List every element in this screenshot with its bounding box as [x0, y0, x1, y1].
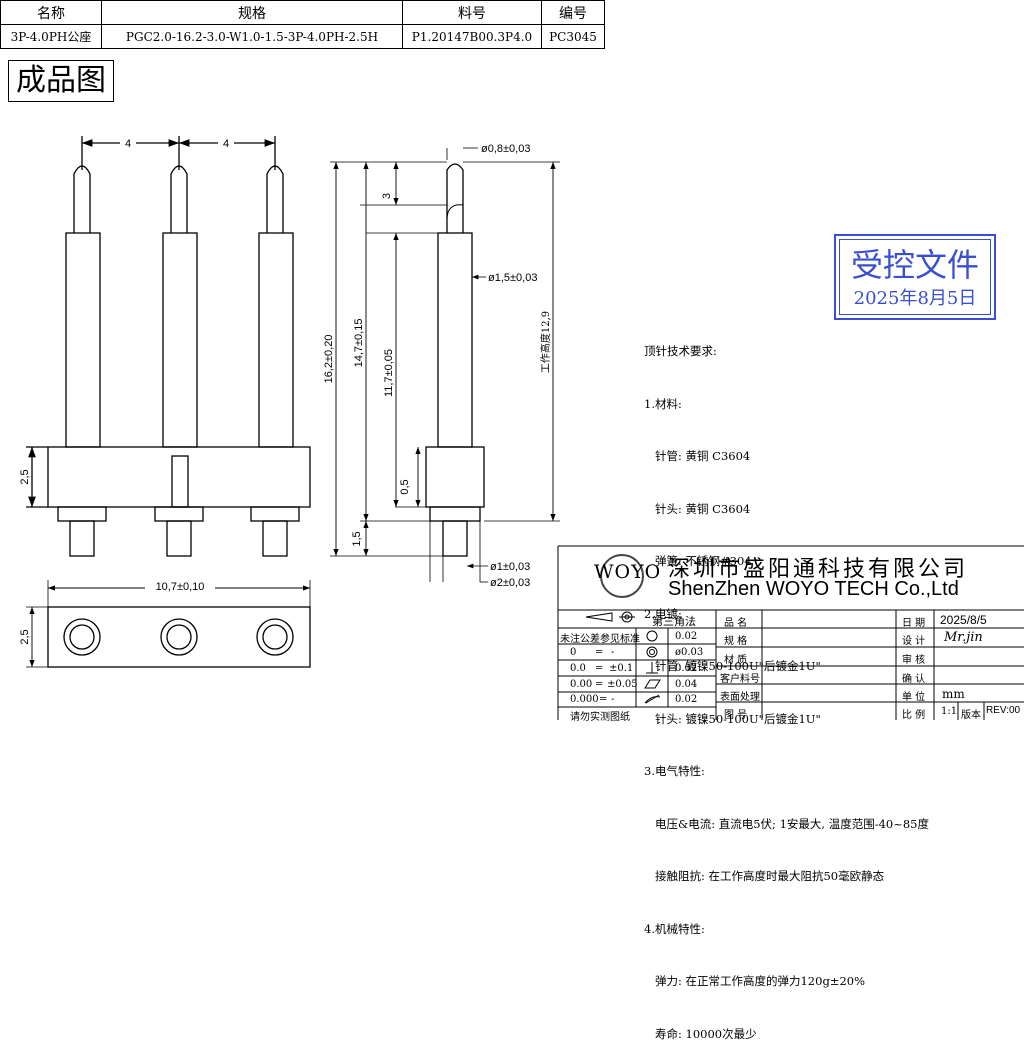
projection-label: 第三角法: [652, 615, 696, 628]
dim-body-diameter: ø1,5±0,03: [488, 272, 537, 284]
label-confirm: 确 认: [902, 674, 926, 685]
housing-slot: [171, 455, 189, 508]
req-line: 寿命: 10000次最少: [644, 1026, 757, 1041]
gdt-value-2: ø0.03: [675, 647, 704, 658]
req-line: 针管: 镀镍50-100U"后镀金1U": [644, 659, 821, 673]
dim-total-length: 16,2±0,20: [323, 335, 335, 384]
req-line: 针管: 黄铜 C3604: [644, 449, 751, 463]
front-view: [26, 136, 311, 557]
gdt-value-1: 0.02: [675, 631, 698, 642]
bottom-view: [26, 580, 311, 668]
dim-bottom-height: 2,5: [19, 629, 31, 644]
dim-work-height: 工作高度12,9: [539, 311, 552, 373]
label-date: 日 期: [902, 618, 926, 629]
label-review: 审 核: [902, 655, 926, 666]
label-spec: 规 格: [724, 636, 748, 647]
gdt-value-4: 0.04: [675, 679, 698, 690]
tol-eq: =: [595, 663, 604, 674]
version-label: 版本: [961, 710, 981, 721]
label-unit: 单 位: [902, 692, 926, 703]
scale-value: 1:1: [941, 706, 958, 717]
controlled-document-stamp: 受控文件 2025年8月5日: [834, 234, 996, 320]
req-line: 2.电镀:: [644, 606, 682, 621]
gdt-value-5: 0.02: [675, 694, 698, 705]
req-line: 顶针技术要求:: [644, 344, 717, 358]
pin-1: [57, 165, 107, 557]
req-line: 1.材料:: [644, 396, 682, 411]
tol-eq: =: [599, 694, 608, 705]
header-col-name: 名称: [0, 0, 102, 25]
company-logo-ring-icon: [600, 554, 644, 598]
header-col-code: 编号: [541, 0, 605, 25]
tol-value: ±0.1: [609, 663, 634, 674]
label-surface: 表面处理: [720, 692, 760, 703]
tol-format: 0.0: [570, 663, 586, 674]
label-drawing-no: 图 号: [724, 710, 748, 721]
title-block-grid: [557, 545, 1024, 720]
req-line: 4.机械特性:: [644, 921, 705, 936]
technical-drawing: 4 4 2,5 16,2±0,20 14,7: [19, 136, 1024, 720]
stamp-inner-border: [839, 239, 991, 315]
dim-length-3: 11,7±0,05: [383, 349, 395, 397]
header-spec-value: PGC2.0-16.2-3.0-W1.0-1.5-3P-4.0PH-2.5H: [101, 24, 403, 49]
side-view: [330, 147, 560, 583]
tolerance-note: 未注公差参见标准: [560, 634, 640, 645]
no-measure-note: 请勿实测图纸: [570, 712, 630, 723]
label-material: 材 质: [724, 655, 748, 666]
gdt-value-3: 0.02: [675, 663, 698, 674]
header-code-value: PC3045: [541, 24, 605, 49]
dim-pitch-2: 4: [223, 138, 229, 150]
tol-value: -: [611, 694, 615, 705]
stamp-date: 2025年8月5日: [853, 288, 977, 309]
req-line: 针头: 镀镍50-100U"后镀金1U": [644, 711, 821, 726]
req-line: 电压&电流: 直流电5伏; 1安最大, 温度范围-40~85度: [644, 816, 929, 831]
header-part-value: P1.20147B00.3P4.0: [402, 24, 542, 49]
dim-pitch-1: 4: [125, 138, 131, 150]
label-customer-part: 客户料号: [720, 674, 760, 685]
label-scale: 比 例: [902, 710, 926, 721]
header-table: 名称 规格 料号 编号 3P-4.0PH公座 PGC2.0-16.2-3.0-W…: [0, 0, 605, 49]
company-name-en: ShenZhen WOYO TECH Co.,Ltd: [668, 578, 959, 600]
tol-value: ±0.05: [607, 679, 638, 690]
req-line: 接触阻抗: 在工作高度时最大阻抗50毫欧静态: [644, 869, 885, 883]
dim-length-2: 14,7±0,15: [353, 319, 365, 368]
company-name-cn: 深圳市盛阳通科技有限公司: [668, 557, 969, 582]
tol-format: 0.000: [570, 694, 599, 705]
header-col-spec: 规格: [101, 0, 403, 25]
dim-tail-diameter: ø1±0,03: [490, 561, 530, 573]
date-value: 2025/8/5: [940, 613, 987, 627]
dim-base-height: 2,5: [19, 469, 31, 484]
req-line: 针头: 黄铜 C3604: [644, 501, 751, 516]
tol-format: 0: [570, 647, 577, 658]
dim-width: 10,7±0,10: [156, 581, 205, 593]
rev-value: REV:00: [986, 705, 1021, 716]
label-product-name: 品 名: [724, 618, 748, 629]
stamp-title: 受控文件: [850, 246, 979, 284]
tol-eq: =: [595, 647, 604, 658]
dim-0-5: 0,5: [399, 479, 411, 494]
tol-eq: =: [595, 679, 604, 690]
unit-value: mm: [942, 687, 965, 701]
dim-tip-length: 3: [381, 193, 393, 199]
pin-2: [154, 165, 204, 557]
dim-flange-diameter: ø2±0,03: [490, 577, 530, 589]
company-logo: WOYO: [594, 561, 662, 583]
pin-3: [250, 165, 300, 557]
drawing-title: 成品图: [8, 60, 114, 102]
req-line: 3.电气特性:: [644, 764, 705, 778]
designer-signature: Mr.jin: [944, 630, 983, 645]
dim-tip-diameter: ø0,8±0,03: [481, 143, 530, 155]
req-line: 弹力: 在正常工作高度的弹力120g±20%: [644, 974, 866, 988]
req-line: 弹簧: 不锈钢#304: [644, 554, 752, 568]
tol-format: 0.00: [570, 679, 593, 690]
tol-value: -: [611, 647, 615, 658]
label-designer: 设 计: [902, 636, 926, 647]
dim-1-5: 1,5: [351, 531, 363, 546]
